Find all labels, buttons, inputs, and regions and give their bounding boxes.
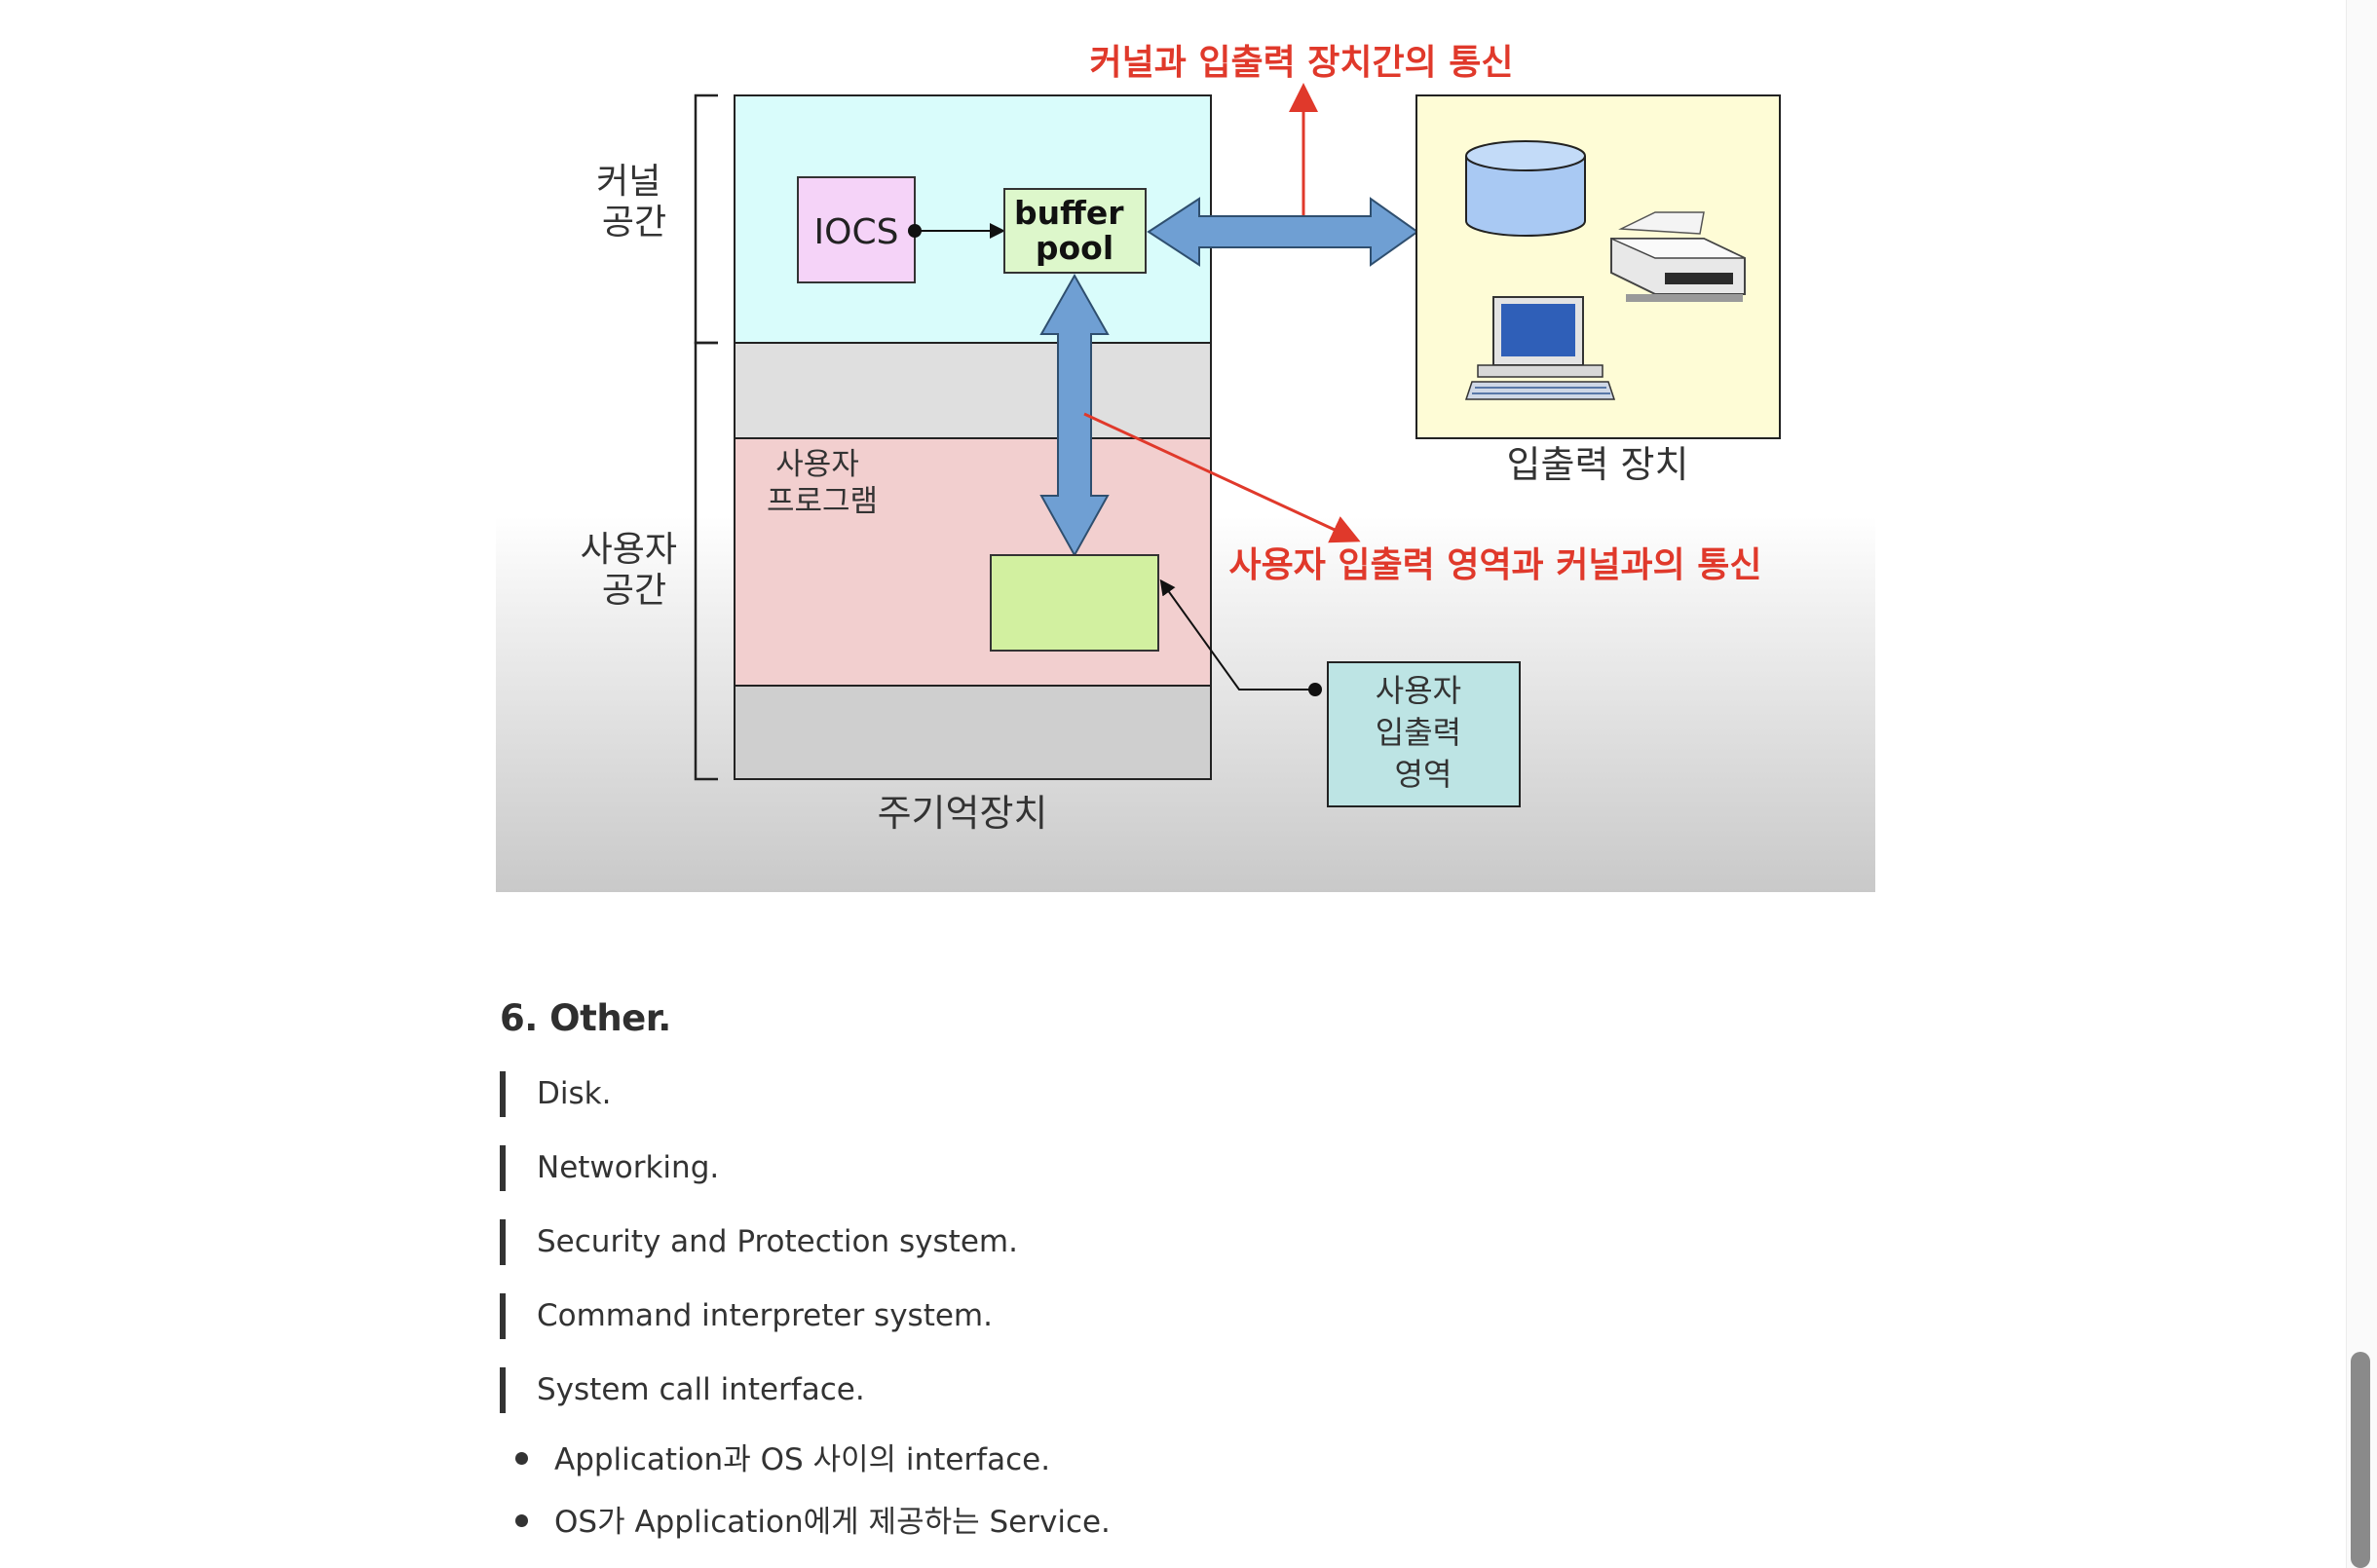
quote-command-interpreter: Command interpreter system. bbox=[500, 1293, 993, 1339]
iocs-label: IOCS bbox=[814, 212, 899, 252]
printer-icon bbox=[1610, 211, 1746, 302]
scrollbar-track[interactable] bbox=[2346, 0, 2377, 1568]
user-buffer-box bbox=[990, 554, 1159, 652]
kernel-device-arrow bbox=[1147, 197, 1419, 267]
gray-region-upper bbox=[734, 342, 1212, 439]
diagram-svg: 커널과 입출력 장치간의 통신 커널 공간 사용자 공간 IOCS buffer… bbox=[581, 43, 1781, 835]
buffer-pool-box bbox=[1003, 188, 1147, 274]
bullet-icon bbox=[515, 1452, 528, 1465]
bullet-text: OS가 Application에게 제공하는 Service. bbox=[554, 1505, 1111, 1540]
diagram-title-mid: 사용자 입출력 영역과 커널과의 통신 bbox=[1229, 545, 1762, 585]
user-io-area-box bbox=[1327, 661, 1521, 807]
quote-disk: Disk. bbox=[500, 1071, 611, 1117]
quote-networking: Networking. bbox=[500, 1145, 719, 1191]
io-device-label: 입출력 장치 bbox=[1507, 443, 1689, 486]
bullet-icon bbox=[515, 1514, 528, 1527]
main-memory-label: 주기억장치 bbox=[878, 792, 1048, 835]
section-heading: 6. Other. bbox=[500, 997, 671, 1039]
kernel-space-label: 커널 공간 bbox=[596, 162, 672, 243]
user-io-area-label: 사용자 입출력 영역 bbox=[1376, 672, 1472, 793]
bullet-text: Application과 OS 사이의 interface. bbox=[554, 1442, 1051, 1477]
buffer-pool-label: buffer pool bbox=[1014, 194, 1135, 267]
list-item: Application과 OS 사이의 interface. bbox=[515, 1439, 1050, 1480]
scrollbar-thumb[interactable] bbox=[2351, 1352, 2370, 1568]
list-item: OS가 Application에게 제공하는 Service. bbox=[515, 1502, 1111, 1543]
user-space-label: 사용자 공간 bbox=[581, 530, 689, 611]
disk-icon bbox=[1465, 140, 1586, 237]
quote-security: Security and Protection system. bbox=[500, 1219, 1018, 1265]
diagram-title-top: 커널과 입출력 장치간의 통신 bbox=[1089, 43, 1513, 83]
gray-region-lower bbox=[734, 685, 1212, 780]
kernel-io-diagram: 커널과 입출력 장치간의 통신 커널 공간 사용자 공간 IOCS buffer… bbox=[496, 0, 1875, 892]
user-program-label: 사용자 프로그램 bbox=[767, 447, 878, 519]
quote-system-call: System call interface. bbox=[500, 1367, 865, 1413]
iocs-box bbox=[797, 176, 916, 283]
computer-icon bbox=[1464, 296, 1616, 400]
